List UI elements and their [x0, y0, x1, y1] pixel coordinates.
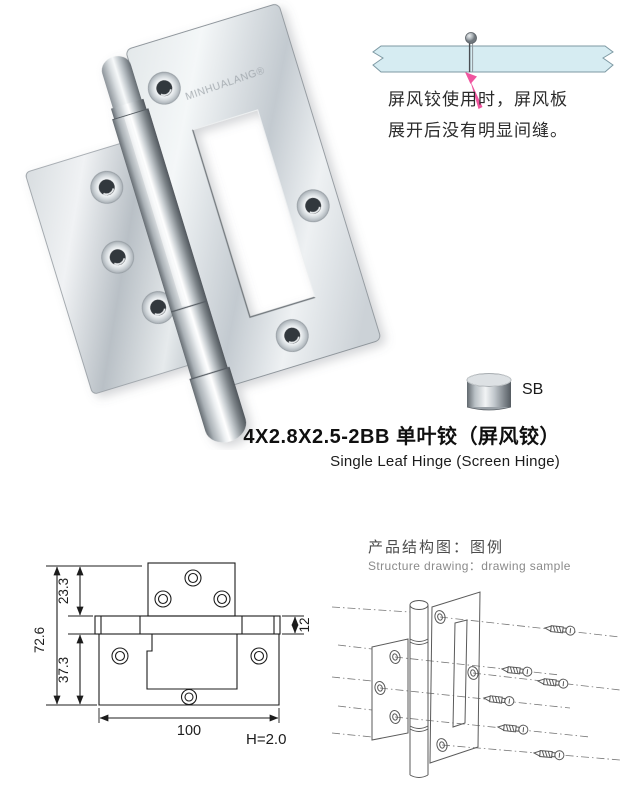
- drawing-holes: [154, 569, 231, 608]
- dim-top-leaf: 23.3: [56, 578, 71, 604]
- finish-chip-icon: [466, 373, 512, 411]
- hinge-pin-ball-icon: [465, 32, 477, 44]
- product-title-cn: 4X2.8X2.5-2BB 单叶铰（屏风铰）: [243, 426, 560, 448]
- hinge-right-leaf: MINHUALANG®: [126, 4, 381, 386]
- usage-note-line1: 屏风铰使用时，屏风板: [388, 90, 568, 109]
- screen-panel: [372, 45, 614, 73]
- title-block: 4X2.8X2.5-2BB 单叶铰（屏风铰） Single Leaf Hinge…: [243, 420, 560, 470]
- assembly-axes: [331, 606, 621, 761]
- product-title-en: Single Leaf Hinge (Screen Hinge): [330, 453, 560, 470]
- structure-drawing: [331, 591, 621, 778]
- structure-right-leaf: [429, 591, 481, 764]
- structure-barrel: [409, 600, 429, 778]
- structure-left-leaf: [371, 638, 409, 741]
- hinge-pin-top: [101, 56, 142, 109]
- gap-arrow: [465, 72, 483, 109]
- hinge-photo: MINHUALANG®: [25, 4, 381, 443]
- dim-knuckle: 12: [297, 617, 312, 632]
- dimension-drawing: 72.6 23.3 37.3 12 100 H=2.0: [32, 562, 312, 748]
- usage-note-line2: 展开后没有明显间缝。: [388, 121, 568, 140]
- dim-width: 100: [177, 723, 201, 739]
- usage-diagram: [372, 32, 614, 109]
- structure-heading-en: Structure drawing：drawing sample: [368, 559, 571, 573]
- hinge-pin-bottom: [189, 367, 247, 443]
- usage-note: 屏风铰使用时，屏风板 展开后没有明显间缝。: [388, 84, 618, 146]
- finish-code-label: SB: [522, 381, 544, 398]
- dim-bottom-leaf: 37.3: [56, 657, 71, 683]
- dim-thickness: H=2.0: [246, 731, 286, 748]
- dim-overall-height: 72.6: [32, 627, 47, 653]
- hinge-barrel: [101, 56, 247, 443]
- structure-heading-cn: 产品结构图：图例: [368, 539, 505, 556]
